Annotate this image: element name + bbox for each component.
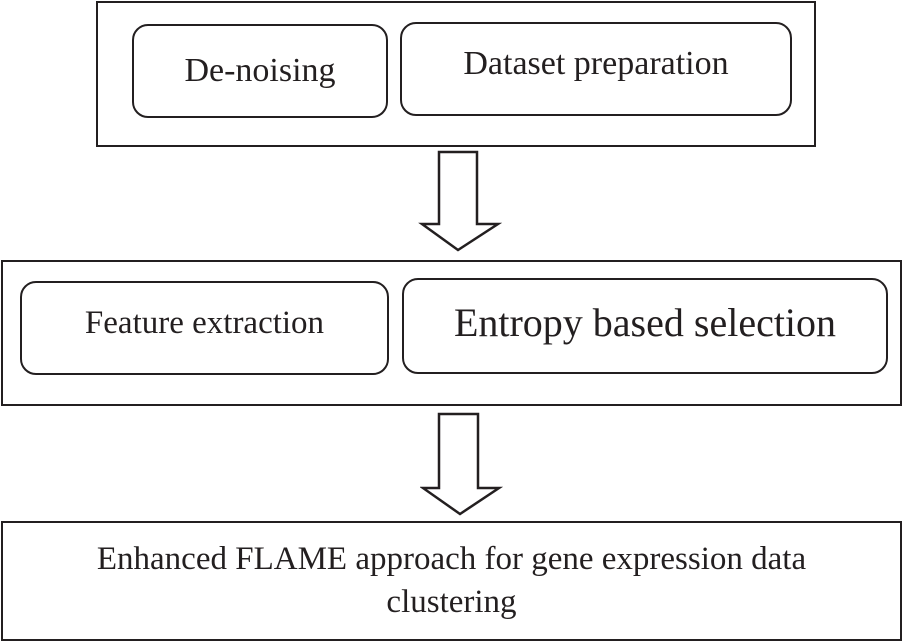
final-stage-box: Enhanced FLAME approach for gene express…	[1, 521, 902, 641]
step-de-noising: De-noising	[132, 24, 388, 118]
step-feature-extraction: Feature extraction	[20, 281, 389, 375]
down-arrow-icon	[420, 412, 504, 516]
final-stage-line-1: Enhanced FLAME approach for gene express…	[96, 541, 807, 578]
step-dataset-preparation-label: Dataset preparation	[463, 45, 729, 82]
step-entropy-based-selection: Entropy based selection	[402, 278, 888, 374]
step-feature-extraction-label: Feature extraction	[84, 304, 325, 341]
step-de-noising-label: De-noising	[184, 52, 336, 89]
step-entropy-based-selection-label: Entropy based selection	[453, 299, 837, 345]
step-dataset-preparation: Dataset preparation	[400, 22, 792, 116]
final-stage-line-2: clustering	[386, 584, 517, 620]
down-arrow-icon	[418, 150, 502, 252]
